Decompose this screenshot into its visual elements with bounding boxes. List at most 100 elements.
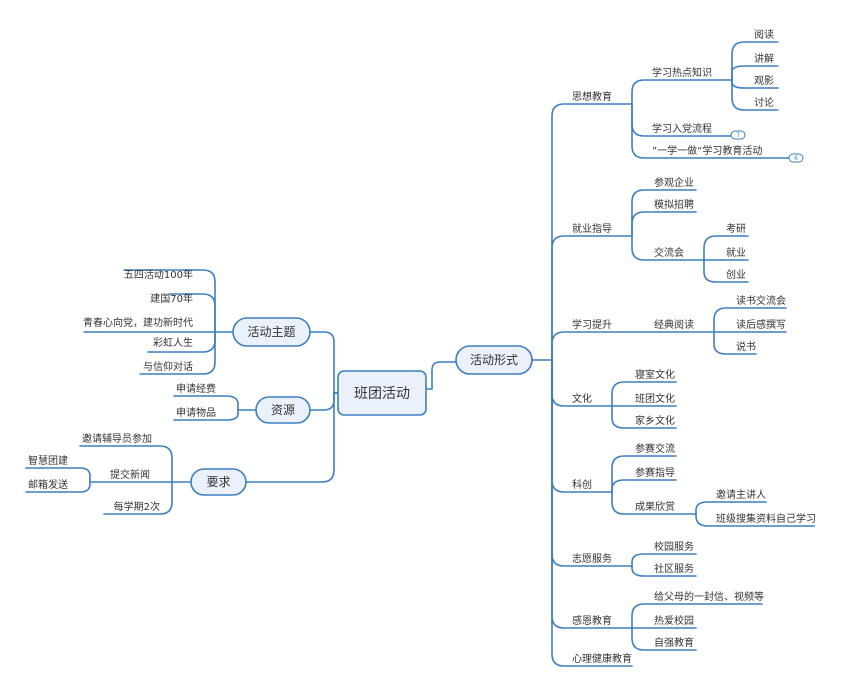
- news-item[interactable]: 邮箱发送: [28, 478, 68, 491]
- connector-forms-1: [551, 235, 633, 361]
- sub-topic[interactable]: 寝室文化: [635, 368, 675, 381]
- branch-innovation[interactable]: 科创: [572, 478, 592, 491]
- sub-topic[interactable]: ”一学一做“学习教育活动: [652, 144, 762, 157]
- leaf-item[interactable]: 考研: [726, 223, 746, 235]
- topic-theme[interactable]: 活动主题: [232, 317, 311, 347]
- connector-root-requirements: [245, 392, 339, 483]
- leaf-item[interactable]: 观影: [754, 75, 774, 87]
- connector-forms-5: [551, 359, 633, 567]
- connector-req-0: [79, 445, 173, 483]
- branch-ideology[interactable]: 思想教育: [572, 90, 612, 103]
- branch-employment[interactable]: 就业指导: [572, 222, 612, 235]
- forms-trunk: [531, 103, 633, 667]
- connector-resources-1: [173, 409, 239, 421]
- theme-item[interactable]: 五四活动100年: [124, 268, 193, 281]
- connector-news-0: [25, 467, 91, 483]
- theme-item[interactable]: 青春心向党，建功新时代: [83, 316, 193, 329]
- sub-topic[interactable]: 学习热点知识: [652, 66, 712, 79]
- resources-item[interactable]: 申请经费: [176, 382, 216, 395]
- collapse-badge[interactable]: 6: [788, 153, 804, 163]
- topic-forms-label: 活动形式: [470, 353, 518, 367]
- sub-topic[interactable]: 学习入党流程: [652, 122, 712, 135]
- topic-resources[interactable]: 资源: [255, 396, 311, 424]
- sub-topic[interactable]: 参观企业: [654, 176, 694, 189]
- theme-item[interactable]: 彩虹人生: [153, 336, 193, 349]
- news-item[interactable]: 智慧团建: [28, 454, 68, 467]
- forms-branches: 思想教育 就业指导 学习提升 文化 科创 志愿服务 感恩教育 心理健康教育: [572, 90, 632, 665]
- leaf-item[interactable]: 创业: [726, 268, 746, 281]
- requirements-item[interactable]: 每学期2次: [114, 500, 160, 513]
- study-subtree: 经典阅读 读书交流会 读后感撰写 说书: [631, 294, 787, 355]
- requirements-branch: [25, 445, 192, 515]
- topic-forms[interactable]: 活动形式: [455, 345, 533, 375]
- topic-requirements[interactable]: 要求: [190, 468, 247, 496]
- sub-topic[interactable]: 家乡文化: [635, 414, 675, 427]
- leaf-item[interactable]: 讲解: [754, 52, 774, 65]
- connector-news-1: [25, 481, 91, 493]
- resources-branch: [173, 395, 257, 421]
- branch-volunteer[interactable]: 志愿服务: [572, 552, 612, 565]
- topic-resources-label: 资源: [271, 403, 295, 417]
- leaf-item[interactable]: 班级搜集资料自己学习: [716, 512, 816, 525]
- theme-branch: [83, 269, 234, 375]
- root-label: 班团活动: [354, 386, 410, 402]
- branch-study[interactable]: 学习提升: [572, 318, 612, 331]
- leaf-item[interactable]: 阅读: [754, 28, 774, 41]
- sub-topic[interactable]: 参赛交流: [635, 442, 675, 455]
- sub-topic[interactable]: 交流会: [654, 246, 684, 259]
- requirements-item[interactable]: 提交新闻: [110, 468, 150, 481]
- leaf-item[interactable]: 说书: [736, 340, 756, 353]
- connector-theme-4: [139, 331, 216, 375]
- connector-root-forms: [424, 361, 457, 390]
- topic-requirements-label: 要求: [206, 475, 230, 489]
- branch-culture[interactable]: 文化: [572, 392, 592, 405]
- requirements-children: 邀请辅导员参加 提交新闻 每学期2次 智慧团建 邮箱发送: [28, 432, 160, 513]
- sub-topic[interactable]: 模拟招聘: [654, 198, 694, 211]
- ideology-subtree: 学习热点知识 学习入党流程 ”一学一做“学习教育活动 阅读 讲解 观影 讨论 7…: [631, 28, 804, 163]
- collapse-badge[interactable]: 7: [730, 130, 746, 140]
- sub-topic[interactable]: 给父母的一封信、视频等: [654, 590, 764, 603]
- resources-item[interactable]: 申请物品: [176, 406, 216, 419]
- employment-subtree: 参观企业 模拟招聘 交流会 考研 就业 创业: [631, 176, 749, 283]
- svg-text:6: 6: [794, 155, 798, 162]
- connector-forms-7: [551, 359, 633, 667]
- sub-topic[interactable]: 成果欣赏: [635, 500, 675, 513]
- topic-theme-label: 活动主题: [247, 325, 295, 339]
- sub-topic[interactable]: 校园服务: [654, 540, 694, 553]
- connector-theme-1: [169, 293, 216, 333]
- culture-subtree: 寝室文化 班团文化 家乡文化: [611, 368, 677, 429]
- sub-topic[interactable]: 参赛指导: [635, 466, 675, 479]
- connector-forms-4: [551, 359, 613, 493]
- connector-forms-2: [551, 331, 633, 361]
- sub-topic[interactable]: 热爱校园: [654, 614, 694, 627]
- connector-req-2: [103, 481, 173, 515]
- leaf-item[interactable]: 就业: [726, 246, 746, 259]
- sub-topic[interactable]: 班团文化: [635, 392, 675, 405]
- theme-children: 五四活动100年 建国70年 青春心向党，建功新时代 彩虹人生 与信仰对话: [83, 268, 193, 373]
- sub-topic[interactable]: 自强教育: [654, 636, 694, 649]
- connector-forms-6: [551, 359, 633, 629]
- connector-root-theme: [309, 331, 339, 394]
- branch-mental-health[interactable]: 心理健康教育: [572, 652, 632, 665]
- leaf-item[interactable]: 讨论: [754, 96, 774, 109]
- leaf-item[interactable]: 读书交流会: [736, 294, 786, 307]
- resources-children: 申请经费 申请物品: [176, 382, 216, 419]
- branch-gratitude[interactable]: 感恩教育: [572, 614, 612, 627]
- leaf-item[interactable]: 读后感撰写: [736, 318, 786, 331]
- connector-resources-0: [173, 395, 239, 411]
- connector-theme-0: [123, 269, 216, 333]
- sub-topic[interactable]: 经典阅读: [654, 318, 694, 331]
- root-connectors: [245, 331, 457, 483]
- root-node[interactable]: 班团活动: [337, 370, 427, 416]
- sub-topic[interactable]: 社区服务: [654, 562, 694, 575]
- leaf-item[interactable]: 邀请主讲人: [716, 488, 766, 501]
- theme-item[interactable]: 与信仰对话: [143, 360, 193, 373]
- volunteer-subtree: 校园服务 社区服务: [631, 540, 697, 577]
- connector-forms-0: [551, 103, 633, 361]
- innovation-subtree: 参赛交流 参赛指导 成果欣赏 邀请主讲人 班级搜集资料自己学习: [611, 442, 816, 527]
- requirements-item[interactable]: 邀请辅导员参加: [82, 432, 152, 445]
- theme-item[interactable]: 建国70年: [150, 292, 193, 305]
- gratitude-subtree: 给父母的一封信、视频等 热爱校园 自强教育: [631, 590, 764, 651]
- svg-text:7: 7: [736, 132, 740, 139]
